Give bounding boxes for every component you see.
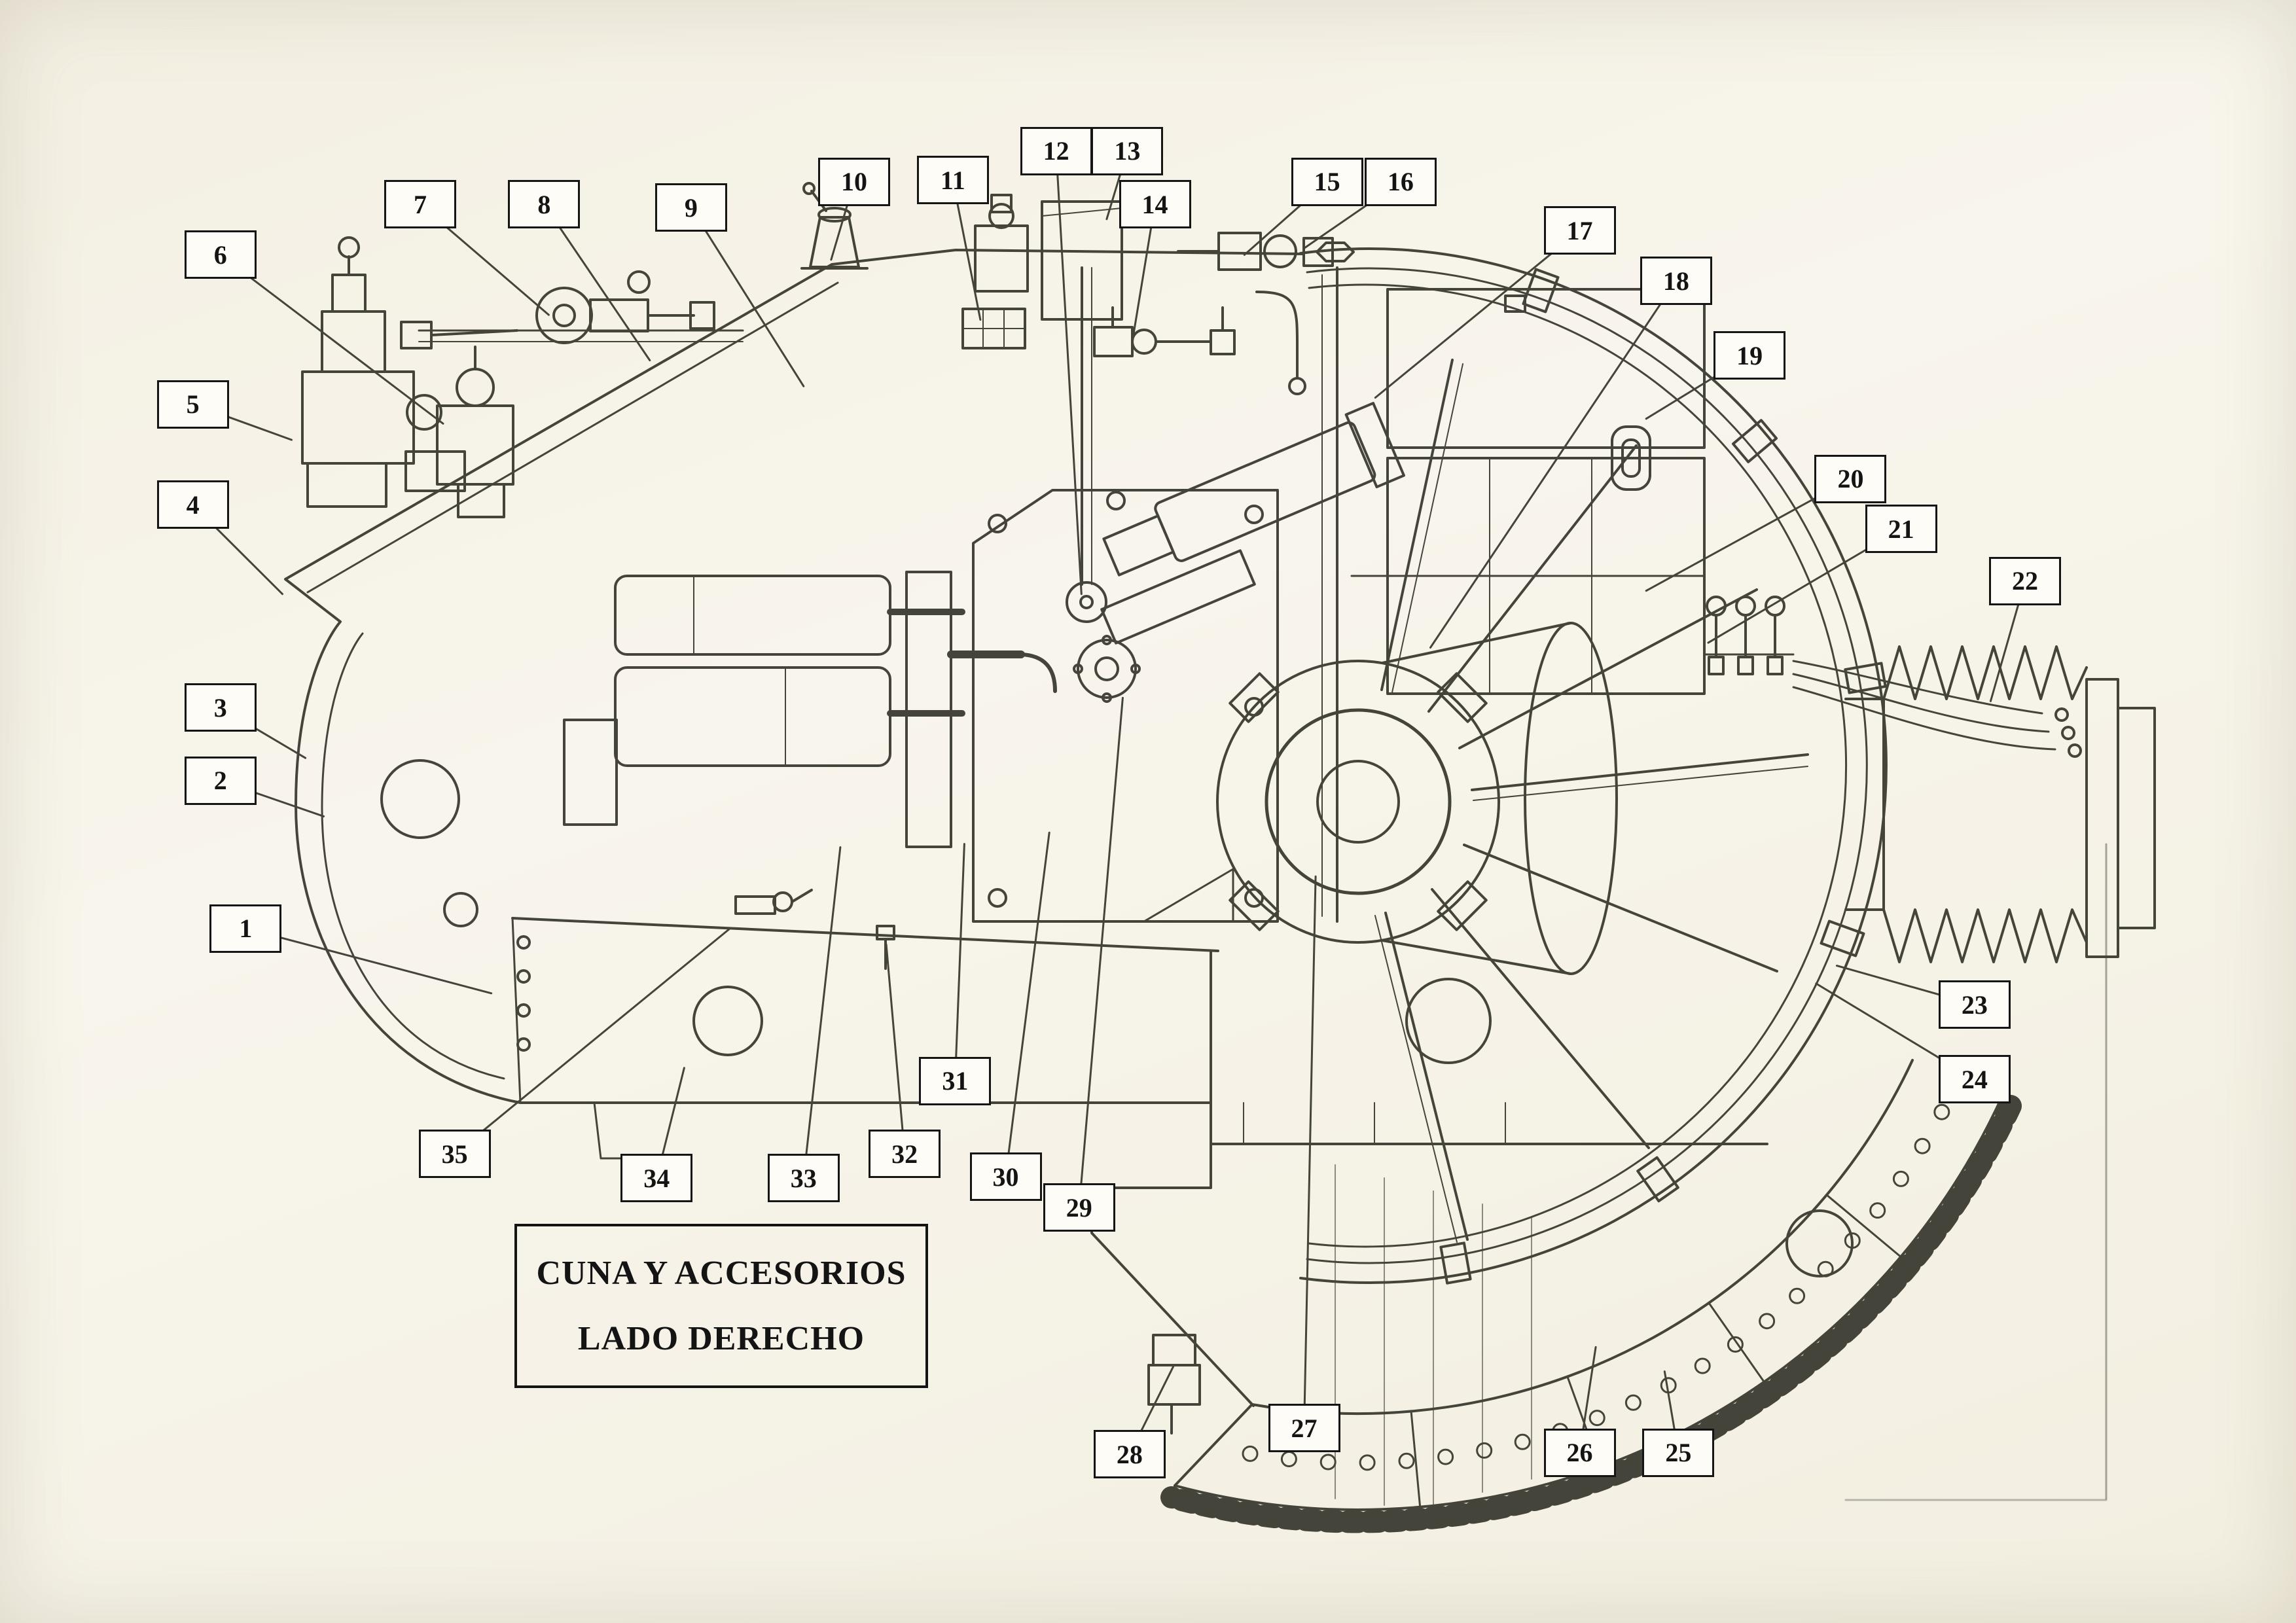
callout-label-9: 9 <box>655 183 727 232</box>
callout-label-25: 25 <box>1642 1428 1715 1477</box>
callout-label-5: 5 <box>156 380 229 429</box>
callout-label-14: 14 <box>1119 180 1191 229</box>
callout-label-18: 18 <box>1640 257 1712 306</box>
callout-label-32: 32 <box>869 1130 941 1179</box>
callout-label-12: 12 <box>1020 126 1092 175</box>
pump-assembly <box>418 287 744 344</box>
sector-rivet-holes <box>1242 1103 1950 1471</box>
callout-label-35: 35 <box>418 1130 491 1179</box>
callout-label-8: 8 <box>508 180 581 229</box>
callout-label-10: 10 <box>817 157 890 206</box>
leader-lines <box>192 150 2026 1455</box>
left-valve-cluster <box>301 236 518 518</box>
callout-label-24: 24 <box>1938 1055 2011 1104</box>
callout-label-16: 16 <box>1364 157 1437 206</box>
callout-label-28: 28 <box>1093 1430 1166 1479</box>
callout-label-2: 2 <box>184 756 257 805</box>
latch-details <box>734 889 895 970</box>
callout-label-19: 19 <box>1713 331 1786 380</box>
callout-label-23: 23 <box>1938 980 2011 1029</box>
callout-label-31: 31 <box>919 1056 992 1105</box>
cradle-body <box>284 249 1768 1160</box>
callout-label-6: 6 <box>184 230 257 279</box>
callout-label-21: 21 <box>1865 505 1937 554</box>
shield-ring <box>1299 247 1888 1285</box>
slanted-cylinder <box>1102 402 1405 577</box>
callout-label-20: 20 <box>1814 454 1887 503</box>
callout-label-1: 1 <box>209 904 282 953</box>
ring-spokes <box>1374 359 1809 1243</box>
callout-label-29: 29 <box>1043 1183 1115 1232</box>
recoil-bellows <box>1844 645 2156 1501</box>
trunnion-drum <box>1381 622 1618 975</box>
deck-devices <box>627 194 1355 395</box>
callout-label-33: 33 <box>767 1154 840 1203</box>
fitting-cluster <box>1703 596 2082 758</box>
title-line-1: CUNA Y ACCESORIOS <box>536 1254 906 1292</box>
callout-label-17: 17 <box>1543 206 1616 255</box>
callout-label-26: 26 <box>1543 1428 1616 1477</box>
title-box: CUNA Y ACCESORIOS LADO DERECHO <box>514 1223 929 1388</box>
callout-label-15: 15 <box>1291 157 1363 206</box>
callout-label-7: 7 <box>384 180 456 229</box>
callout-label-13: 13 <box>1091 126 1164 175</box>
recuperator-cylinders <box>563 571 1057 848</box>
callout-label-11: 11 <box>916 156 989 205</box>
bottom-bracket <box>1147 1334 1201 1435</box>
title-line-2: LADO DERECHO <box>577 1320 865 1358</box>
callout-label-22: 22 <box>1989 556 2062 605</box>
callout-label-27: 27 <box>1268 1404 1340 1453</box>
callout-label-4: 4 <box>156 480 229 529</box>
callout-label-30: 30 <box>969 1152 1042 1201</box>
callout-label-3: 3 <box>184 683 257 732</box>
callout-label-34: 34 <box>620 1154 693 1203</box>
interior-panels <box>1350 288 1706 695</box>
slanted-rod <box>1100 549 1256 645</box>
